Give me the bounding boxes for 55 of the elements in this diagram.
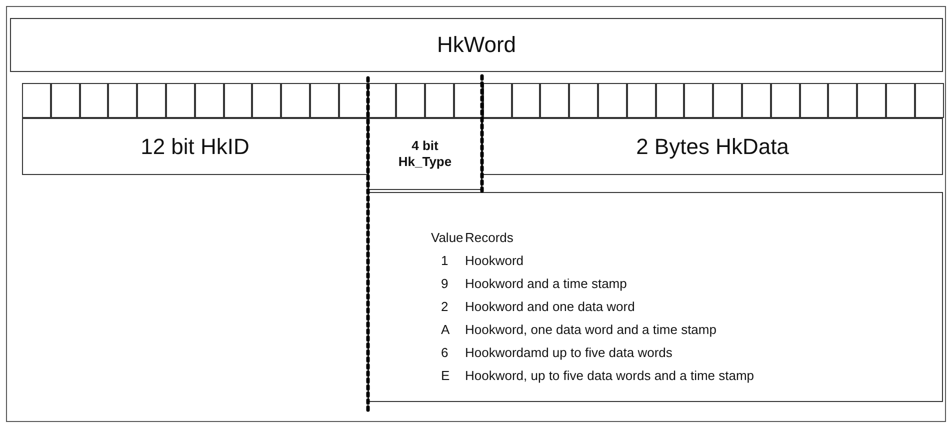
bit-cell xyxy=(396,83,426,118)
field-box xyxy=(368,118,482,190)
record-description: Hookwordamd up to five data words xyxy=(465,344,674,362)
bit-cell xyxy=(310,83,339,118)
bit-cell xyxy=(425,83,454,118)
bit-cell xyxy=(800,83,828,118)
bit-cell xyxy=(80,83,108,118)
bit-cell xyxy=(886,83,915,118)
field-box xyxy=(22,118,368,175)
bit-cell xyxy=(656,83,684,118)
field-label: 2 Bytes HkData xyxy=(636,134,789,160)
bit-cell xyxy=(482,83,512,118)
record-description: Hookword, up to five data words and a time stamp xyxy=(465,367,754,385)
bit-cell xyxy=(569,83,598,118)
bit-cell xyxy=(281,83,310,118)
bit-cell xyxy=(137,83,166,118)
record-description: Hookword and a time stamp xyxy=(465,275,628,293)
value-code: 6 xyxy=(440,344,450,362)
bit-cell xyxy=(540,83,570,118)
value-table-box xyxy=(368,192,943,402)
bit-cell xyxy=(857,83,886,118)
bit-cell xyxy=(684,83,714,118)
bit-cell xyxy=(166,83,195,118)
bit-cell xyxy=(50,83,80,118)
bit-cell xyxy=(598,83,627,118)
value-code: 9 xyxy=(440,275,450,293)
field-box xyxy=(482,118,943,175)
bit-cell xyxy=(626,83,656,118)
record-description: Hookword, one data word and a time stamp xyxy=(465,321,718,339)
bit-cell xyxy=(713,83,742,118)
record-description: Hookword xyxy=(465,252,525,270)
word-box xyxy=(10,18,943,72)
value-code: 1 xyxy=(440,252,450,270)
bit-cell xyxy=(224,83,252,118)
bit-cell xyxy=(454,83,483,118)
field-label: 4 bit Hk_Type xyxy=(397,138,453,170)
value-code: 2 xyxy=(440,298,450,316)
bit-cell xyxy=(194,83,224,118)
bit-cell xyxy=(252,83,282,118)
field-label: HkWord xyxy=(436,32,516,58)
field-label: 12 bit HkID xyxy=(140,134,250,160)
value-code: E xyxy=(440,367,451,385)
bit-cell xyxy=(368,83,396,118)
value-code: A xyxy=(440,321,451,339)
bit-cell xyxy=(914,83,944,118)
record-description: Hookword and one data word xyxy=(465,298,636,316)
bit-cell xyxy=(742,83,771,118)
column-header: Records xyxy=(465,229,514,247)
bit-cell xyxy=(512,83,540,118)
bit-cell xyxy=(338,83,368,118)
bit-cell xyxy=(770,83,800,118)
bit-cell xyxy=(22,83,51,118)
bit-cell xyxy=(108,83,138,118)
bit-cell xyxy=(828,83,858,118)
column-header: Value xyxy=(431,229,464,247)
